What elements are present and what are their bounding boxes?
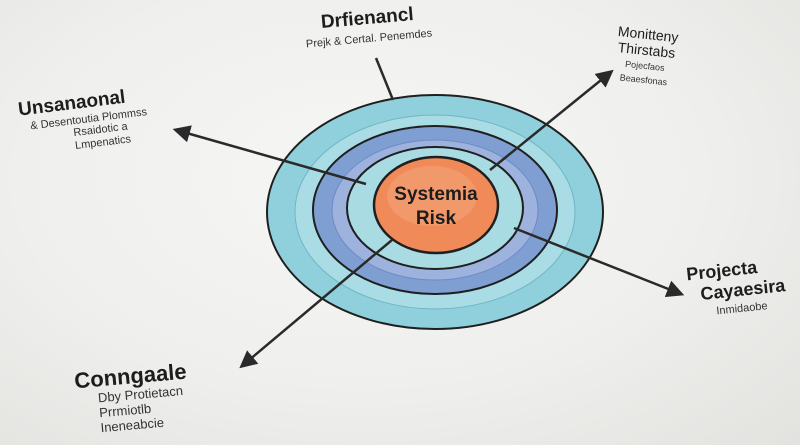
arrow-bottom-left — [239, 239, 393, 369]
arrow-top-right — [489, 69, 614, 171]
arrow-bottom-right — [513, 226, 685, 297]
connector-top — [374, 57, 395, 101]
arrow-left — [172, 125, 367, 186]
core-highlight — [387, 166, 477, 226]
label-bottom-right: Projecta Cayaesira Inmidaobe — [685, 252, 800, 321]
label-top-right: Monitteny Thirstabs Pojecfaos Beaesfonas — [583, 20, 708, 91]
center-label-line1: Systemia — [394, 184, 478, 205]
center-label-line2: Risk — [416, 208, 457, 229]
